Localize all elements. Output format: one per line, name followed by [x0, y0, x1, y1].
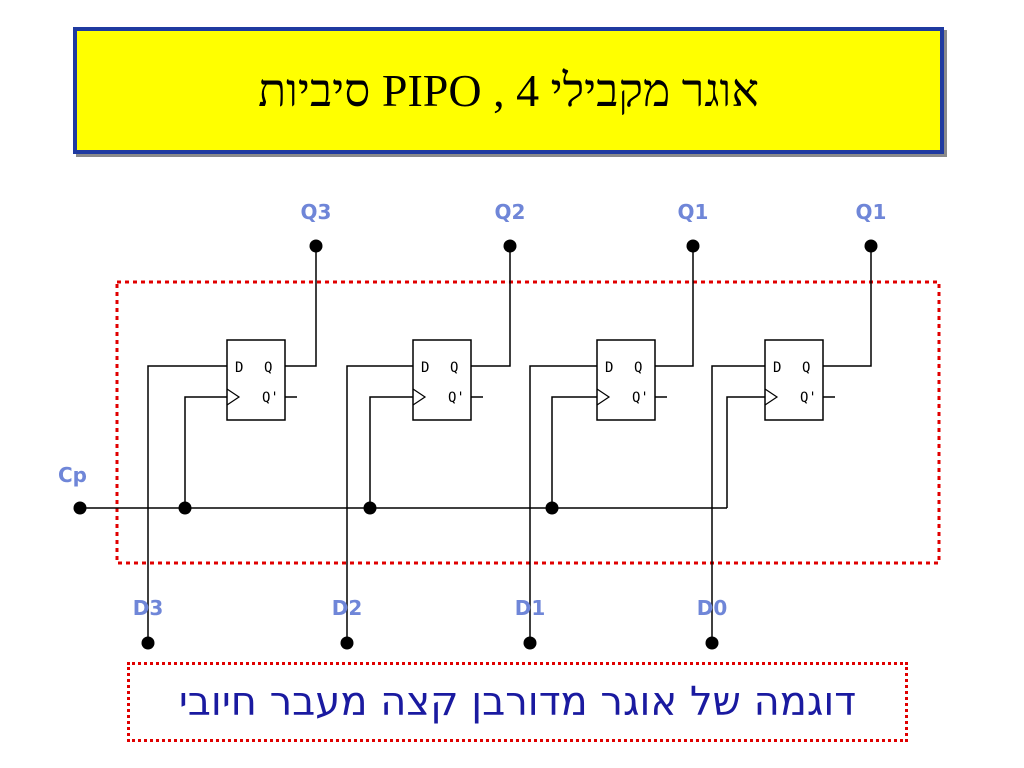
d-input-label-2: D1 — [515, 596, 546, 620]
q-output-label-1: Q2 — [495, 200, 526, 224]
d-input-node-3 — [705, 636, 719, 650]
flipflop-body — [764, 339, 824, 421]
flipflop-d-label: D — [235, 360, 243, 376]
clock-label: Cp — [58, 463, 87, 487]
q-output-node-0 — [309, 239, 323, 253]
clock-edge-triangle — [226, 388, 241, 406]
q-output-wire-1 — [471, 246, 511, 367]
flipflop-q-label: Q — [264, 360, 272, 376]
clock-tap-3 — [726, 396, 765, 508]
flipflop-body — [596, 339, 656, 421]
clock-edge-triangle — [764, 388, 779, 406]
flipflop-body — [412, 339, 472, 421]
clock-edge-triangle — [412, 388, 427, 406]
flipflop-body — [226, 339, 286, 421]
clock-junction-1 — [363, 501, 377, 515]
register-boundary — [115, 280, 941, 565]
clock-input-node — [73, 501, 87, 515]
flipflop-1: D Q Q' — [412, 339, 472, 421]
d-input-node-2 — [523, 636, 537, 650]
d-input-wire-1 — [346, 365, 413, 643]
d-input-label-0: D3 — [133, 596, 164, 620]
clock-edge-triangle — [596, 388, 611, 406]
clock-tap-0 — [184, 396, 227, 508]
flipflop-2: D Q Q' — [596, 339, 656, 421]
flipflop-q-label: Q — [802, 360, 810, 376]
clock-junction-0 — [178, 501, 192, 515]
flipflop-qbar-label: Q' — [448, 390, 465, 406]
q-output-label-2: Q1 — [678, 200, 709, 224]
flipflop-q-label: Q — [450, 360, 458, 376]
flipflop-d-label: D — [605, 360, 613, 376]
d-input-node-1 — [340, 636, 354, 650]
slide-title: אוגר מקבילי PIPO , 4 סיביות — [258, 65, 759, 116]
clock-tap-2 — [551, 396, 597, 508]
q-output-wire-0 — [285, 246, 317, 367]
q-output-wire-2 — [655, 246, 694, 367]
caption-box: דוגמה של אוגר מדורבן קצה מעבר חיובי — [127, 662, 908, 742]
flipflop-qbar-label: Q' — [632, 390, 649, 406]
caption-text: דוגמה של אוגר מדורבן קצה מעבר חיובי — [178, 679, 857, 725]
d-input-label-3: D0 — [697, 596, 728, 620]
d-input-wire-3 — [711, 365, 765, 643]
flipflop-0: D Q Q' — [226, 339, 286, 421]
flipflop-qbar-label: Q' — [800, 390, 817, 406]
clock-tap-1 — [369, 396, 413, 508]
q-output-node-3 — [864, 239, 878, 253]
d-input-label-1: D2 — [332, 596, 363, 620]
flipflop-d-label: D — [421, 360, 429, 376]
q-output-label-3: Q1 — [856, 200, 887, 224]
title-banner: אוגר מקבילי PIPO , 4 סיביות — [73, 27, 944, 154]
d-input-wire-2 — [529, 365, 597, 643]
d-input-wire-0 — [147, 365, 227, 643]
clock-junction-2 — [545, 501, 559, 515]
flipflop-3: D Q Q' — [764, 339, 824, 421]
flipflop-d-label: D — [773, 360, 781, 376]
q-output-node-1 — [503, 239, 517, 253]
q-output-wire-3 — [823, 246, 872, 367]
q-output-label-0: Q3 — [301, 200, 332, 224]
d-input-node-0 — [141, 636, 155, 650]
q-output-node-2 — [686, 239, 700, 253]
flipflop-qbar-label: Q' — [262, 390, 279, 406]
flipflop-q-label: Q — [634, 360, 642, 376]
